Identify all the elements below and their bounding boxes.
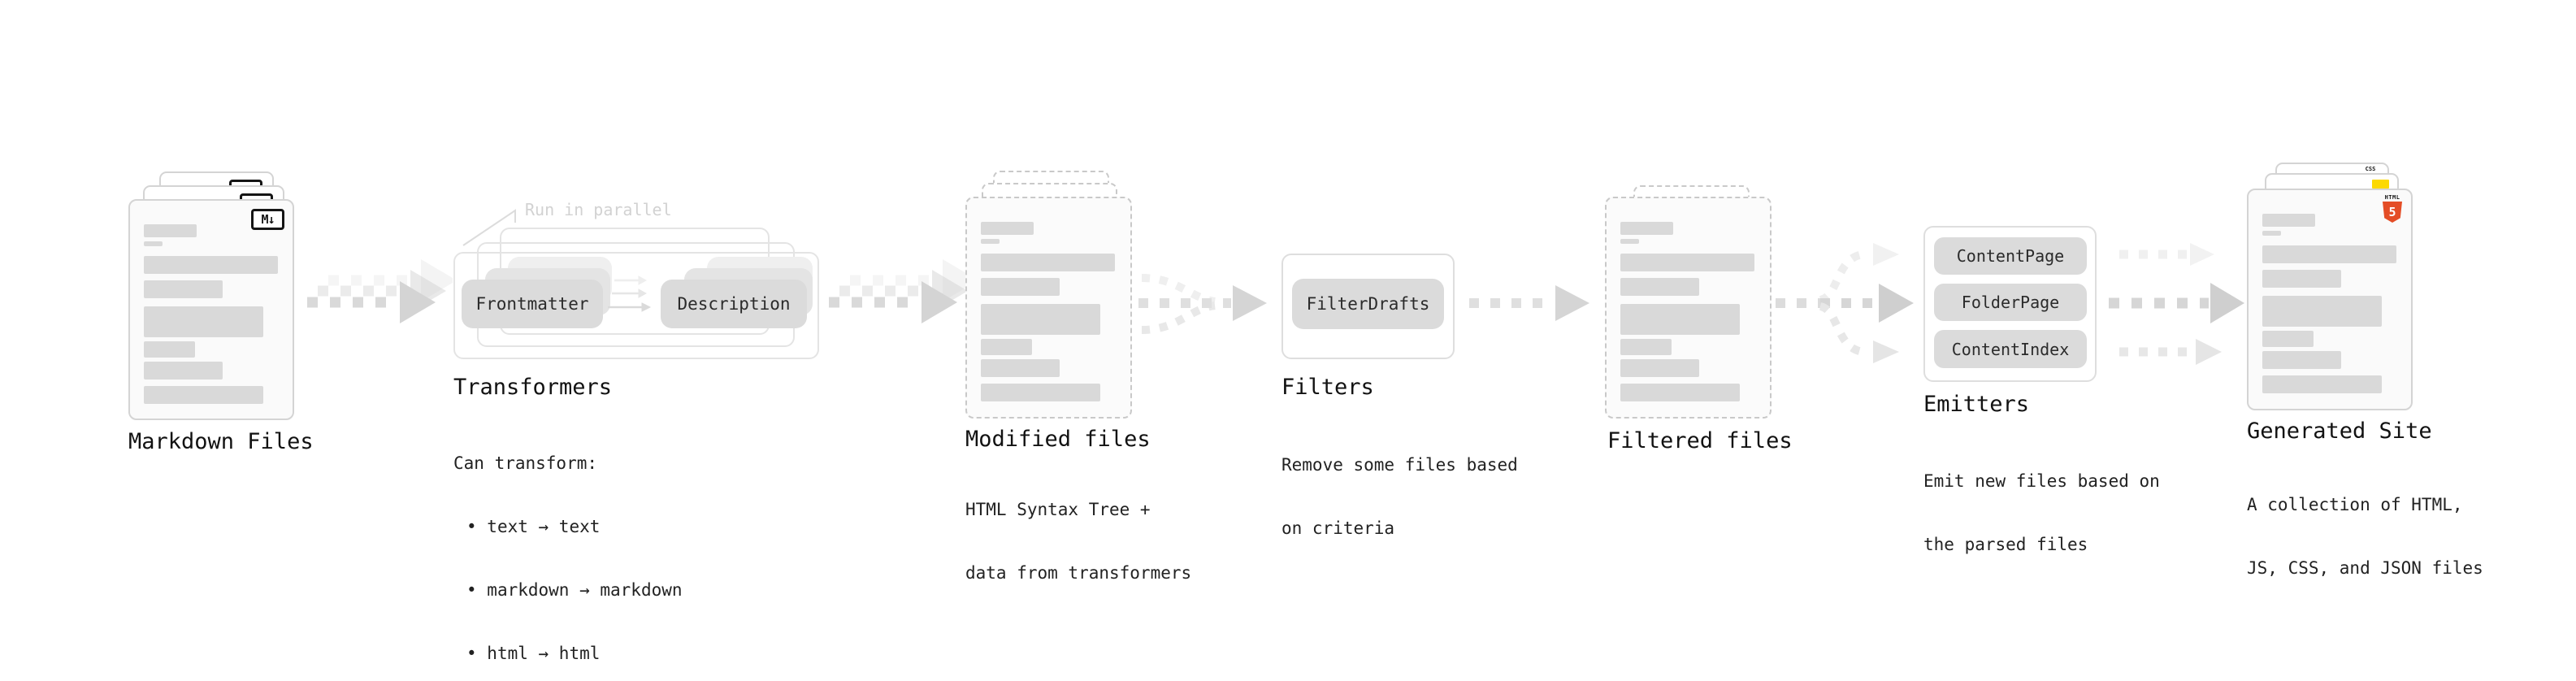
stage-label: Filtered files xyxy=(1607,428,1793,453)
stage-description: Can transform: text → text markdown → ma… xyxy=(453,410,683,681)
pill-frontmatter: Frontmatter xyxy=(462,280,603,328)
pill-description: Description xyxy=(661,280,807,328)
flow-arrow xyxy=(829,259,974,323)
bullet-item: text → text xyxy=(453,516,683,537)
sublabel-line: HTML Syntax Tree + xyxy=(965,500,1151,519)
placeholder-text-bars xyxy=(2262,214,2401,401)
flow-arrow-merge xyxy=(1138,274,1267,334)
stage-label: Filters xyxy=(1281,375,1374,400)
parallel-layer-box xyxy=(453,252,819,359)
stage-sublabel: Remove some files based on criteria xyxy=(1281,412,1518,581)
parallel-note: Run in parallel xyxy=(525,200,672,219)
flow-arrow-diverge xyxy=(1776,243,1914,363)
pill-folderpage: FolderPage xyxy=(1934,284,2087,321)
bullet-item: html → html xyxy=(453,643,683,664)
pill-contentpage: ContentPage xyxy=(1934,237,2087,275)
stage-label: Modified files xyxy=(965,427,1151,452)
pill-contentindex: ContentIndex xyxy=(1934,330,2087,368)
markdown-icon: M↓ xyxy=(251,209,284,230)
html5-icon-label: HTML xyxy=(2384,194,2400,201)
sublabel-line: the parsed files xyxy=(1923,535,2088,554)
placeholder-text-bars xyxy=(981,222,1120,409)
flow-arrow-parallel xyxy=(2109,243,2244,365)
placeholder-text-bars xyxy=(144,224,283,411)
html5-icon: HTML 5 xyxy=(2382,194,2403,223)
js-icon xyxy=(2372,180,2389,189)
file-card xyxy=(965,197,1132,419)
stage-label: Markdown Files xyxy=(128,429,314,454)
stage-label: Emitters xyxy=(1923,392,2030,417)
stage-label: Generated Site xyxy=(2247,419,2432,444)
parallel-mini-arrows xyxy=(608,275,652,312)
placeholder-text-bars xyxy=(1620,222,1759,409)
stage-sublabel: HTML Syntax Tree + data from transformer… xyxy=(965,457,1191,626)
flow-arrow xyxy=(307,259,453,323)
sublabel-line: A collection of HTML, xyxy=(2247,495,2463,514)
bullet-item: markdown → markdown xyxy=(453,579,682,601)
file-card xyxy=(1605,197,1772,419)
pill-filterdrafts: FilterDrafts xyxy=(1292,279,1444,329)
parallel-note-line xyxy=(462,209,516,246)
stage-sublabel: A collection of HTML, JS, CSS, and JSON … xyxy=(2247,452,2483,621)
body-title: Can transform: xyxy=(453,453,598,473)
file-card: M↓ xyxy=(128,199,294,420)
flow-arrow xyxy=(1469,285,1589,321)
stage-label: Transformers xyxy=(453,375,613,400)
stage-sublabel: Emit new files based on the parsed files xyxy=(1923,428,2160,597)
sublabel-line: Remove some files based xyxy=(1281,455,1518,475)
file-card-html: HTML 5 xyxy=(2247,189,2413,410)
sublabel-line: on criteria xyxy=(1281,518,1395,538)
css-icon-label: CSS xyxy=(2365,166,2376,172)
sublabel-line: JS, CSS, and JSON files xyxy=(2247,558,2483,578)
sublabel-line: data from transformers xyxy=(965,563,1192,583)
sublabel-line: Emit new files based on xyxy=(1923,471,2160,491)
html5-icon-number: 5 xyxy=(2388,205,2396,219)
